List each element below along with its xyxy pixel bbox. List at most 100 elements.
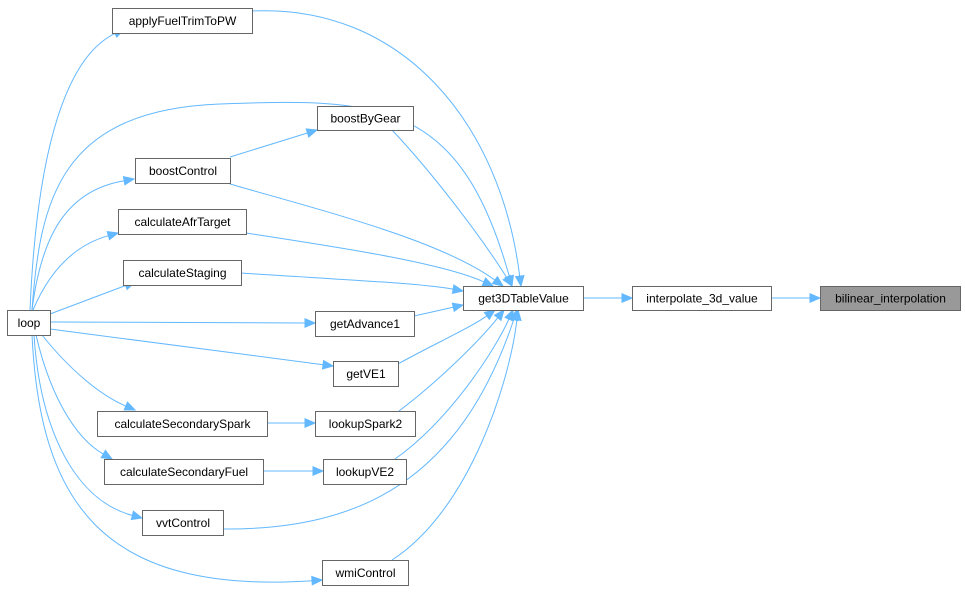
- node-box: [333, 361, 399, 387]
- node-box: [97, 411, 268, 437]
- arrowhead-icon: [621, 293, 634, 303]
- edge-line: [31, 180, 125, 311]
- node-label: wmiControl: [334, 566, 395, 580]
- node-applyFuel[interactable]: applyFuelTrimToPW: [112, 8, 253, 34]
- edge-line: [49, 285, 126, 315]
- edge-line: [240, 272, 454, 290]
- node-wmi[interactable]: wmiControl: [322, 560, 409, 586]
- edge-line: [229, 132, 308, 158]
- node-label: boostByGear: [330, 112, 400, 126]
- edge-line: [49, 321, 306, 324]
- arrowhead-icon: [321, 359, 335, 370]
- node-label: applyFuelTrimToPW: [129, 14, 237, 28]
- edge-line: [229, 183, 496, 281]
- node-box: [632, 286, 772, 311]
- node-get3d[interactable]: get3DTableValue: [463, 286, 584, 311]
- edge-line: [391, 319, 518, 561]
- node-label: lookupVE2: [336, 465, 394, 479]
- node-label: calculateSecondarySpark: [114, 417, 251, 431]
- arrowhead-icon: [304, 318, 317, 328]
- node-box: [123, 260, 242, 286]
- node-label: interpolate_3d_value: [646, 292, 758, 306]
- edge-line: [31, 334, 313, 583]
- arrowhead-icon: [483, 309, 497, 321]
- edge-line: [391, 129, 508, 278]
- edge-loop-to-calcStaging: [49, 281, 137, 315]
- node-boostByGear[interactable]: boostByGear: [317, 106, 414, 131]
- node-label: getVE1: [346, 367, 386, 381]
- edge-loop-to-getVE1: [49, 328, 335, 370]
- node-label: loop: [18, 316, 41, 330]
- edge-loop-to-calcAfr: [32, 231, 120, 311]
- node-label: bilinear_interpolation: [835, 292, 946, 306]
- arrowhead-icon: [122, 175, 136, 186]
- edge-loop-to-calcSecSpark: [41, 334, 137, 411]
- node-lookupVE2[interactable]: lookupVE2: [323, 459, 407, 485]
- edge-line: [29, 32, 116, 311]
- node-calcAfr[interactable]: calculateAfrTarget: [118, 209, 247, 235]
- edge-loop-to-getAdvance1: [49, 318, 317, 328]
- arrowhead-icon: [451, 302, 465, 313]
- node-bilinear: bilinear_interpolation: [820, 286, 961, 311]
- node-box: [104, 459, 264, 485]
- arrowhead-icon: [493, 308, 505, 322]
- arrowhead-icon: [304, 418, 317, 428]
- node-lookupSpark2[interactable]: lookupSpark2: [315, 411, 416, 437]
- edge-line: [31, 101, 510, 311]
- edge-line: [251, 10, 521, 277]
- edge-interp3d-to-bilinear: [771, 293, 822, 303]
- edge-boostByGear-to-get3d: [391, 129, 513, 288]
- arrowhead-icon: [312, 466, 325, 476]
- edge-line: [398, 317, 499, 412]
- node-label: calculateSecondaryFuel: [120, 465, 248, 479]
- node-box: [317, 106, 414, 131]
- edge-line: [49, 328, 324, 366]
- edge-line: [245, 232, 485, 283]
- arrowhead-icon: [305, 128, 319, 138]
- edge-line: [394, 318, 510, 460]
- node-loop[interactable]: loop: [7, 310, 51, 336]
- node-vvt[interactable]: vvtControl: [142, 510, 224, 536]
- edge-line: [397, 315, 488, 365]
- node-interp3d[interactable]: interpolate_3d_value: [632, 286, 772, 311]
- node-box: [323, 459, 407, 485]
- node-calcStaging[interactable]: calculateStaging: [123, 260, 242, 286]
- edge-calcStaging-to-get3d: [240, 272, 465, 294]
- node-box: [118, 209, 247, 235]
- node-label: get3DTableValue: [478, 292, 569, 306]
- edge-applyFuel-to-get3d: [251, 10, 525, 288]
- node-box: [820, 286, 961, 311]
- arrowhead-icon: [451, 284, 465, 294]
- node-label: lookupSpark2: [329, 417, 403, 431]
- edge-boostControl-to-boostByGear: [229, 128, 319, 158]
- edge-loop-to-wmi: [31, 334, 324, 586]
- arrowhead-icon: [491, 275, 505, 287]
- node-box: [142, 510, 224, 536]
- edge-layer: [29, 10, 822, 586]
- edge-get3d-to-interp3d: [583, 293, 634, 303]
- node-boostControl[interactable]: boostControl: [135, 158, 231, 184]
- arrowhead-icon: [481, 277, 495, 287]
- node-calcSecFuel[interactable]: calculateSecondaryFuel: [104, 459, 264, 485]
- edge-line: [413, 306, 454, 317]
- edge-line: [32, 235, 109, 311]
- node-box: [463, 286, 584, 311]
- arrowhead-icon: [130, 510, 144, 521]
- arrowhead-icon: [514, 275, 525, 288]
- node-box: [315, 411, 416, 437]
- node-getAdvance1[interactable]: getAdvance1: [315, 311, 415, 337]
- arrowhead-icon: [511, 308, 522, 321]
- node-calcSecSpark[interactable]: calculateSecondarySpark: [97, 411, 268, 437]
- node-getVE1[interactable]: getVE1: [333, 361, 399, 387]
- node-box: [135, 158, 231, 184]
- edge-getVE1-to-get3d: [397, 309, 497, 365]
- edge-calcAfr-to-get3d: [245, 232, 495, 287]
- arrowhead-icon: [504, 274, 514, 288]
- node-layer: bilinear_interpolation interpolate_3d_val…: [7, 8, 961, 586]
- edge-loop-to-get3d: [31, 101, 514, 311]
- arrowhead-icon: [123, 401, 137, 411]
- node-label: boostControl: [149, 164, 217, 178]
- node-label: getAdvance1: [330, 317, 400, 331]
- edge-loop-to-applyFuel: [29, 28, 126, 311]
- arrowhead-icon: [809, 293, 822, 303]
